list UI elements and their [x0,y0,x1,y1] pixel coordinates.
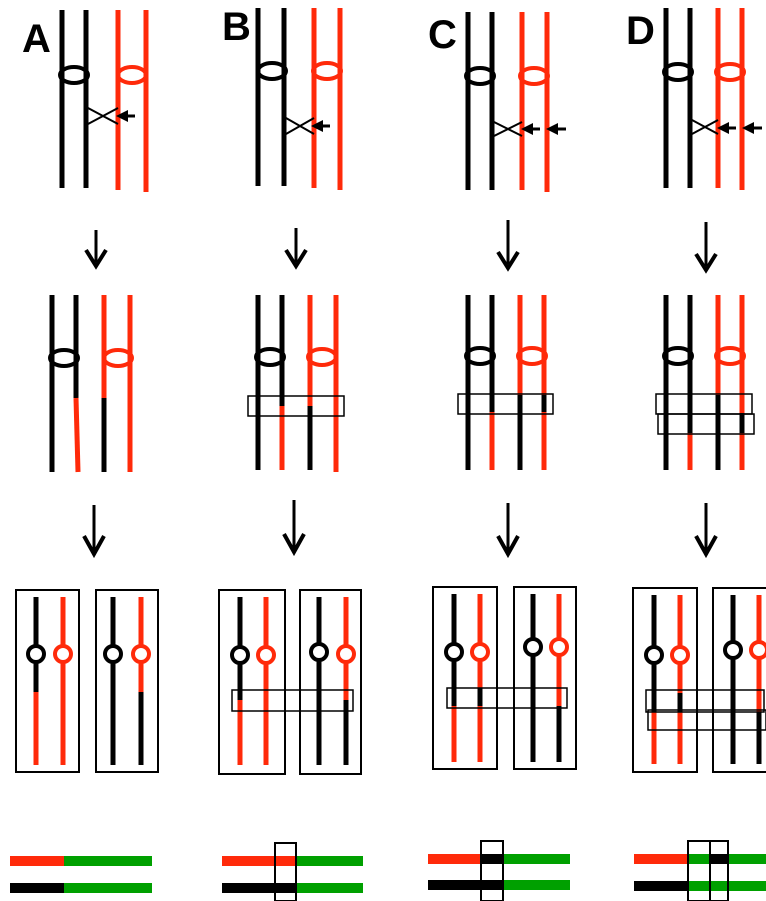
panel-a-daughter-cells [15,589,159,773]
panel-label-b: B [222,5,251,49]
panel-d [632,8,766,901]
panel-d-cell-exchange-box-2 [647,709,766,731]
panel-c-exchange-box [457,393,554,415]
panel-c-summary-box [480,840,504,901]
panel-b-cell-exchange-box [231,689,354,712]
panel-label-a: A [22,17,51,61]
panel-a [10,10,159,893]
panel-d-summary-box-1 [687,840,711,901]
panel-b [218,8,363,901]
panel-c [428,12,577,901]
panel-c-linear-summary [428,840,570,901]
panel-d-exchange-stage [655,295,755,470]
panel-a-crossover-stage [58,10,149,192]
panel-d-daughter-cells [632,587,766,773]
panel-d-linear-summary [634,840,766,901]
panel-b-crossover-stage [255,8,343,190]
panel-c-cell-exchange-box [446,687,568,709]
panel-d-cell-exchange-box-1 [645,689,765,713]
panel-d-exchange-box-2 [657,413,755,435]
panel-b-linear-summary [222,842,363,901]
panel-b-daughter-cells [218,589,362,775]
panel-b-exchange-box [247,395,345,417]
panel-c-daughter-cells [432,586,577,770]
panel-c-exchange-stage [457,295,554,470]
panel-d-summary-box-2 [709,840,729,901]
panel-b-summary-box [274,842,297,901]
panel-b-exchange-stage [247,295,345,472]
panel-d-crossover-stage [662,8,762,190]
panel-a-exchange-stage [48,295,134,473]
panel-a-linear-summary [10,856,152,893]
panel-label-d: D [626,9,655,53]
panel-c-crossover-stage [464,12,566,192]
panel-label-c: C [428,13,457,57]
panel-d-exchange-box-1 [655,393,753,415]
